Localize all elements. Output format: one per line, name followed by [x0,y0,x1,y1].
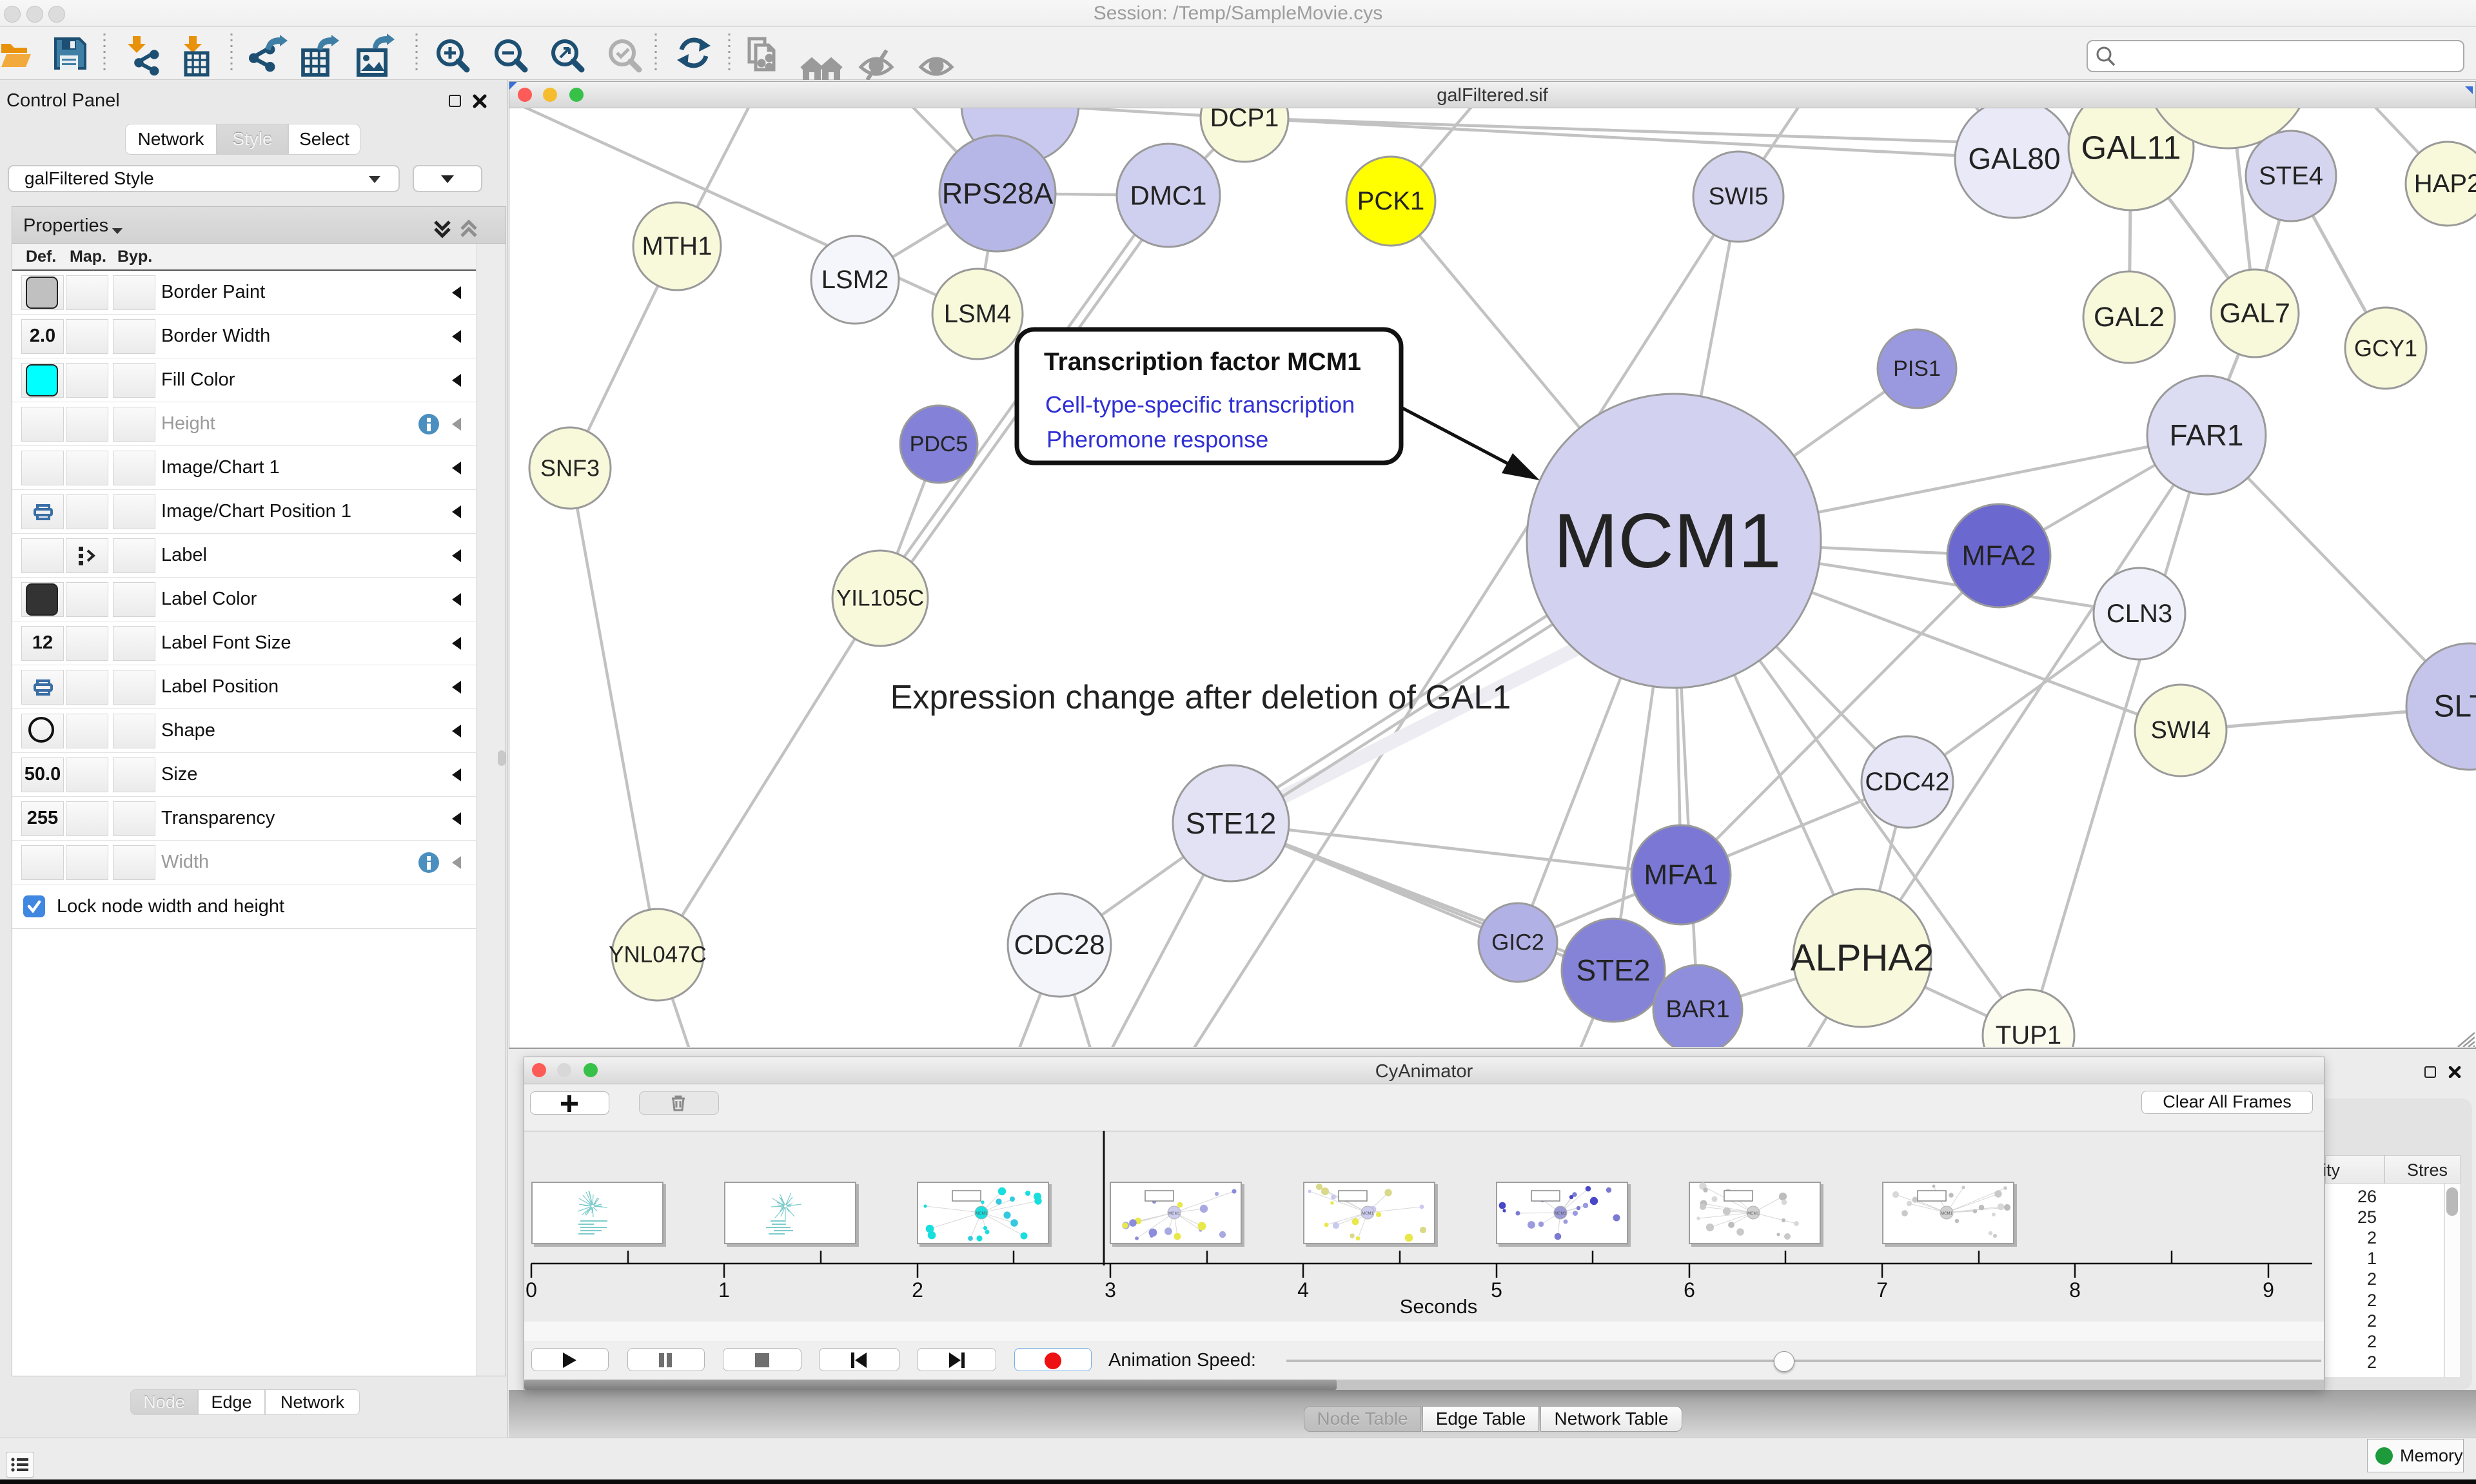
svg-text:MFA2: MFA2 [1962,540,2036,572]
svg-text:DMC1: DMC1 [1130,181,1206,211]
svg-text:6: 6 [1684,1278,1695,1302]
svg-text:SNF3: SNF3 [540,455,600,482]
svg-text:DCP1: DCP1 [1210,108,1279,132]
svg-text:RPS28B: RPS28B [966,108,1075,114]
svg-text:Transcription factor MCM1: Transcription factor MCM1 [1044,348,1361,376]
svg-text:GIC2: GIC2 [1491,930,1544,955]
svg-text:STE2: STE2 [1576,953,1650,987]
svg-text:RPS28A: RPS28A [942,177,1054,210]
svg-text:MCM1: MCM1 [1553,498,1781,584]
svg-text:Expression change after deleti: Expression change after deletion of GAL1 [890,679,1511,716]
svg-text:BAR1: BAR1 [1665,996,1729,1023]
svg-text:YNL047C: YNL047C [609,942,707,968]
svg-text:CDC28: CDC28 [1014,930,1105,961]
svg-text:GAL80: GAL80 [1968,142,2060,175]
svg-text:Seconds: Seconds [1400,1295,1478,1318]
svg-text:7: 7 [1876,1278,1888,1302]
svg-text:GAL11: GAL11 [2081,130,2181,166]
svg-text:CLN3: CLN3 [2107,600,2172,628]
svg-text:CDC42: CDC42 [1865,768,1949,796]
svg-text:PDC5: PDC5 [910,432,968,456]
svg-text:YIL105C: YIL105C [836,586,924,611]
svg-text:LSM2: LSM2 [821,266,889,294]
svg-text:ALPHA2: ALPHA2 [1791,937,1934,979]
svg-text:MCM1: MCM1 [976,1212,987,1216]
svg-text:SLT2: SLT2 [2433,690,2476,724]
svg-text:SWI4: SWI4 [2151,717,2211,744]
svg-text:MTH1: MTH1 [642,232,712,260]
svg-text:MCM1: MCM1 [1941,1212,1952,1216]
svg-text:8: 8 [2069,1278,2081,1302]
svg-text:LSM4: LSM4 [944,300,1012,328]
svg-text:STE4: STE4 [2259,162,2323,190]
svg-text:Pheromone response: Pheromone response [1046,426,1268,453]
svg-text:MCM1: MCM1 [1747,1212,1759,1216]
svg-text:PCK1: PCK1 [1357,187,1425,215]
svg-text:5: 5 [1491,1278,1502,1302]
svg-text:MCM1: MCM1 [1555,1212,1566,1216]
svg-text:3: 3 [1105,1278,1116,1302]
svg-text:9: 9 [2263,1278,2274,1302]
svg-text:GAL7: GAL7 [2219,298,2290,329]
svg-text:FAR1: FAR1 [2169,418,2243,452]
svg-text:MCM1: MCM1 [1362,1212,1373,1216]
svg-text:MFA1: MFA1 [1644,859,1718,891]
svg-text:Cell-type-specific transcripti: Cell-type-specific transcription [1045,391,1355,418]
svg-text:STE12: STE12 [1186,806,1277,840]
svg-text:PIS1: PIS1 [1893,356,1941,381]
svg-text:GCY1: GCY1 [2354,335,2417,362]
svg-text:1: 1 [718,1278,730,1302]
svg-text:HAP2: HAP2 [2414,170,2476,198]
svg-text:GAL2: GAL2 [2094,302,2165,333]
svg-text:0: 0 [526,1278,537,1302]
svg-text:4: 4 [1297,1278,1309,1302]
svg-text:MCM1: MCM1 [1168,1212,1180,1216]
svg-text:2: 2 [912,1278,923,1302]
svg-text:TUP1: TUP1 [1996,1021,2061,1047]
svg-text:SWI5: SWI5 [1709,183,1769,210]
